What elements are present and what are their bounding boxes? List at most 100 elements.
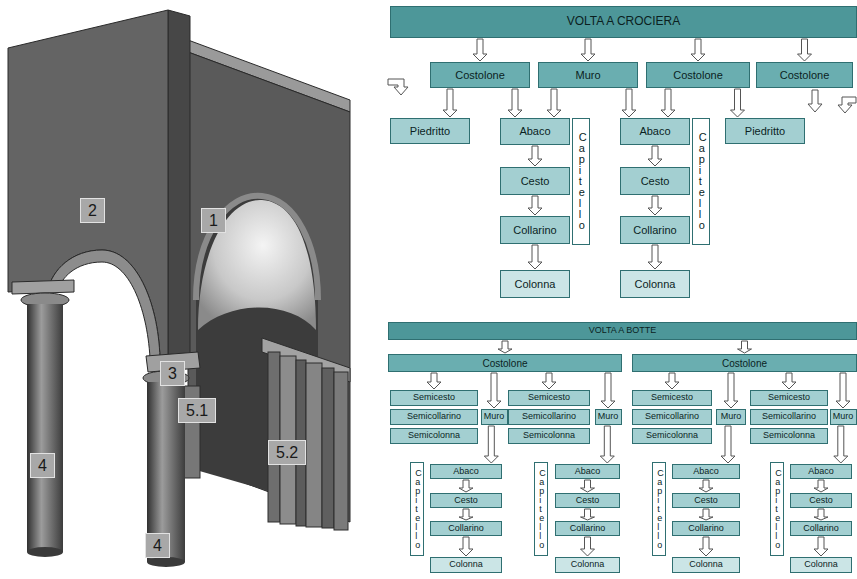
node-text: Costolone — [482, 358, 527, 369]
part-box: Semicesto — [750, 390, 828, 406]
column-box: Colonna — [672, 557, 740, 573]
part-box: Semicollarino — [632, 409, 712, 425]
pilaster-strip — [268, 352, 280, 522]
callout-number: 3 — [160, 361, 185, 386]
node-text: Collarino — [803, 524, 839, 534]
part-box: Piedritto — [725, 118, 805, 144]
connector-arrow — [427, 373, 441, 389]
column-base — [147, 557, 185, 567]
connector-arrow — [814, 509, 828, 520]
node-text: Semicolonna — [408, 431, 460, 441]
connector-arrow — [528, 245, 542, 269]
part-box: Semicollarino — [508, 409, 590, 425]
connector-arrow — [459, 537, 473, 556]
part-box: Abaco — [672, 464, 740, 479]
node-text: Cesto — [809, 496, 833, 506]
part-box: Semicolonna — [508, 428, 590, 444]
wall-thickness — [168, 10, 190, 362]
node-text: Piedritto — [410, 125, 450, 137]
node-text: Semicollarino — [645, 412, 699, 422]
node-text: Muro — [833, 412, 854, 422]
node-text: Capitello — [415, 469, 416, 550]
column-box: Colonna — [430, 557, 502, 573]
part-box: Collarino — [790, 521, 852, 536]
node-text: Semicollarino — [522, 412, 576, 422]
part-box: Muro — [830, 409, 857, 425]
part-box: Semicollarino — [750, 409, 828, 425]
node-text: Abaco — [693, 467, 719, 477]
column-box: Colonna — [620, 270, 690, 298]
column-box: Colonna — [790, 557, 852, 573]
capital-bracket: Capitello — [534, 462, 548, 556]
node-text: Muro — [598, 412, 619, 422]
node-text: Collarino — [570, 524, 606, 534]
callout-number: 2 — [80, 198, 105, 223]
connector-arrow — [528, 146, 542, 166]
node-text: Capitello — [699, 132, 700, 231]
node-text: Colonna — [804, 560, 838, 570]
node-text: Muro — [575, 69, 600, 81]
vault-illustration — [0, 0, 380, 579]
node-text: Muro — [484, 412, 505, 422]
connector-arrow — [459, 480, 473, 492]
column-box: Colonna — [500, 270, 570, 298]
pilaster-strip — [306, 363, 322, 527]
connector-arrow — [601, 373, 615, 408]
decorative-arrow — [838, 97, 856, 113]
connector-arrow — [836, 373, 850, 408]
node-text: Semicesto — [651, 393, 693, 403]
connector-arrow — [699, 480, 713, 492]
group-box: Muro — [538, 62, 638, 88]
connector-arrow — [487, 373, 501, 408]
node-text: VOLTA A CROCIERA — [567, 15, 681, 28]
part-box: Muro — [481, 409, 508, 425]
callout-number: 5.2 — [268, 440, 306, 465]
connector-arrow — [498, 341, 512, 353]
callout-number: 4 — [145, 533, 170, 558]
connector-arrow — [699, 537, 713, 556]
part-box: Collarino — [430, 521, 502, 536]
connector-arrow — [661, 89, 675, 117]
connector-arrow — [528, 196, 542, 215]
connector-arrow — [459, 509, 473, 520]
capital-bracket: Capitello — [572, 118, 590, 245]
node-text: Cesto — [576, 496, 600, 506]
callout-number: 5.1 — [178, 398, 216, 423]
part-box: Semicesto — [390, 390, 478, 406]
connector-arrow — [834, 426, 848, 463]
part-box: Semicesto — [508, 390, 590, 406]
part-box: Muro — [716, 409, 746, 425]
connector-arrow — [600, 426, 614, 463]
connector-arrow — [798, 39, 812, 61]
group-box: Costolone — [388, 354, 622, 372]
part-box: Abaco — [430, 464, 502, 479]
connector-arrow — [508, 89, 522, 117]
node-text: Colonna — [515, 278, 556, 290]
part-box: Semicolonna — [390, 428, 478, 444]
part-box: Abaco — [555, 464, 620, 479]
decorative-arrow — [388, 79, 408, 95]
node-text: Semicesto — [528, 393, 570, 403]
pilaster-strip — [322, 368, 334, 528]
callout-number: 4 — [30, 453, 55, 478]
connector-arrow — [782, 373, 796, 389]
node-text: VOLTA A BOTTE — [589, 326, 657, 336]
node-text: Colonna — [635, 278, 676, 290]
node-text: Capitello — [657, 469, 658, 550]
connector-arrow — [443, 89, 457, 117]
node-text: Costolone — [722, 358, 767, 369]
connector-arrow — [581, 509, 595, 520]
node-text: Piedritto — [745, 125, 785, 137]
part-box: Abaco — [620, 118, 690, 145]
part-box: Semicesto — [632, 390, 712, 406]
node-text: Muro — [721, 412, 742, 422]
part-box: Semicollarino — [390, 409, 478, 425]
node-text: Costolone — [455, 69, 505, 81]
part-box: Semicolonna — [750, 428, 828, 444]
connector-arrow — [814, 480, 828, 492]
column-base — [27, 547, 63, 557]
node-text: Abaco — [808, 467, 834, 477]
node-text: Capitello — [775, 469, 776, 550]
node-text: Colonna — [571, 560, 605, 570]
